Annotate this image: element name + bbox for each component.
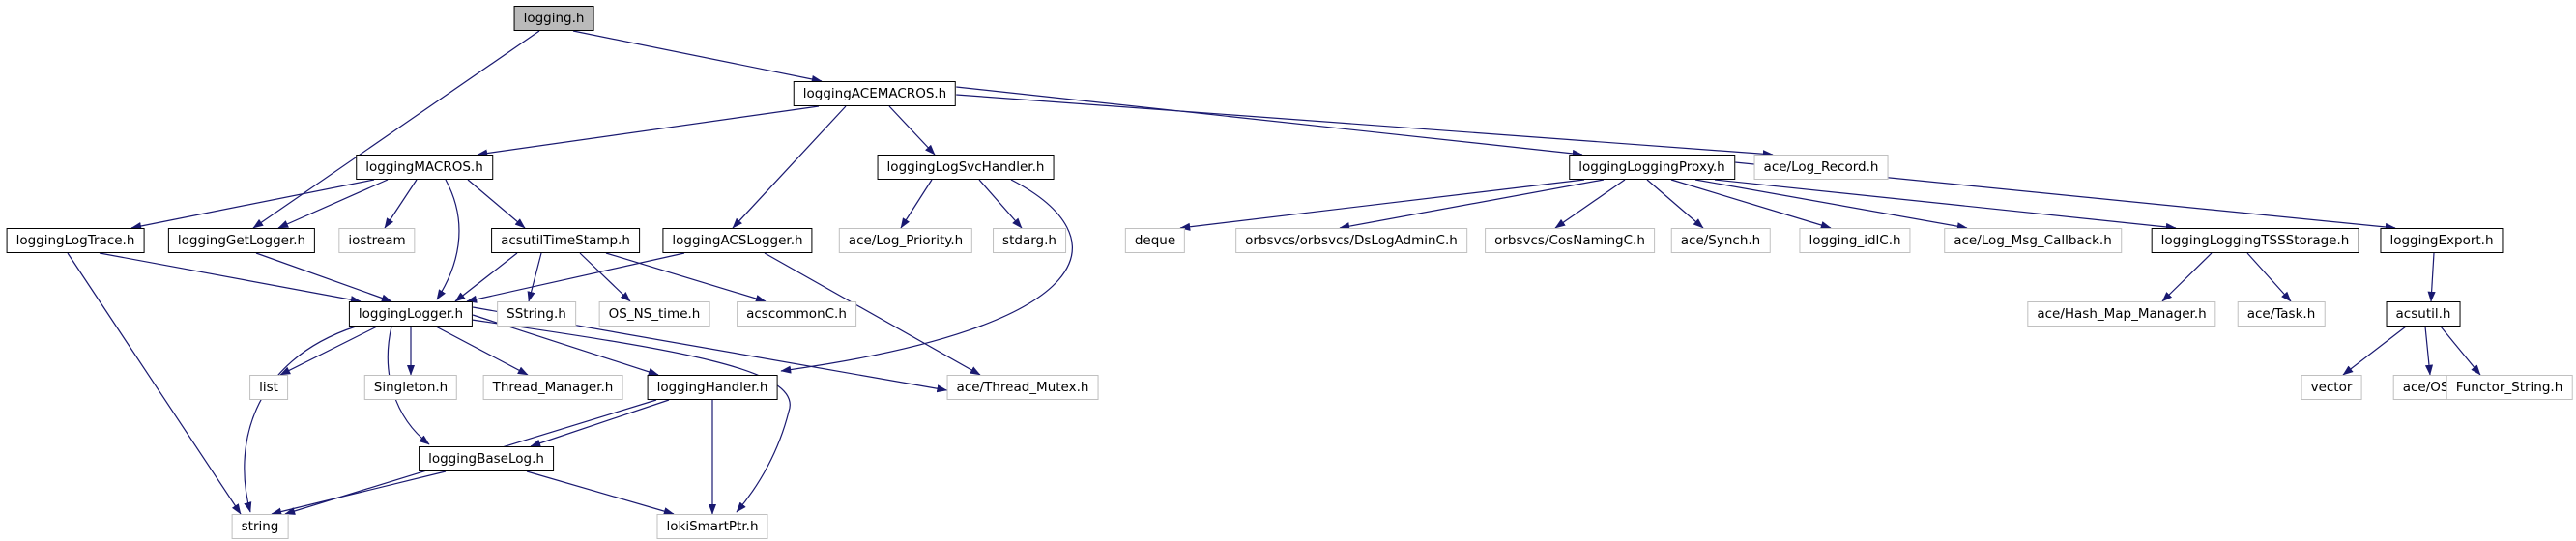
edge-baselog-to-string	[271, 470, 447, 516]
edge-timestamp-to-sstring	[527, 252, 542, 302]
graph-node-macros[interactable]: loggingMACROS.h	[356, 155, 493, 180]
edge-logging-to-getlogger	[252, 30, 540, 229]
graph-node-string: string	[231, 514, 289, 539]
edge-acemacros-to-acslogger	[732, 105, 847, 229]
edge-acemacros-to-logsvc	[888, 105, 936, 156]
edge-acemacros-to-proxy	[956, 86, 1583, 157]
edge-macros-to-getlogger	[277, 179, 389, 229]
graph-node-threadmgr: Thread_Manager.h	[482, 375, 623, 400]
edge-macros-to-logger	[436, 179, 460, 300]
graph-node-loggingidl: logging_idlC.h	[1799, 228, 1911, 253]
edge-acemacros-to-logrecord	[956, 94, 1774, 158]
edge-timestamp-to-logger	[454, 252, 518, 302]
graph-node-stdarg: stdarg.h	[993, 228, 1066, 253]
graph-node-timestamp[interactable]: acsutilTimeStamp.h	[491, 228, 640, 253]
edge-logger-to-list	[279, 326, 378, 376]
graph-node-acemacros[interactable]: loggingACEMACROS.h	[793, 81, 957, 106]
edge-acsutil-to-functorstring	[2440, 326, 2481, 376]
edge-logger-to-threadmgr	[435, 326, 529, 376]
graph-node-osnstime: OS_NS_time.h	[598, 301, 710, 327]
edge-proxy-to-deque	[1179, 179, 1585, 231]
graph-node-deque: deque	[1124, 228, 1186, 253]
edge-logsvc-to-stdarg	[978, 179, 1023, 229]
graph-node-iostream: iostream	[338, 228, 416, 253]
edge-tssstorage-to-acetask	[2246, 252, 2292, 302]
edge-handler-to-baselog	[530, 399, 670, 447]
edge-logger-to-string	[244, 326, 357, 513]
graph-node-hashmap: ace/Hash_Map_Manager.h	[2027, 301, 2216, 327]
graph-node-baselog[interactable]: loggingBaseLog.h	[419, 446, 554, 471]
edge-proxy-to-msgcallback	[1694, 179, 1968, 231]
graph-node-getlogger[interactable]: loggingGetLogger.h	[167, 228, 316, 253]
graph-node-acsutil[interactable]: acsutil.h	[2386, 301, 2461, 327]
edge-timestamp-to-acscommon	[605, 252, 767, 302]
graph-node-vector: vector	[2301, 375, 2362, 400]
edge-logtrace-to-string	[67, 252, 242, 515]
graph-node-logger[interactable]: loggingLogger.h	[348, 301, 474, 327]
edge-getlogger-to-logger	[255, 252, 392, 302]
graph-node-dslogadmin: orbsvcs/orbsvcs/DsLogAdminC.h	[1235, 228, 1467, 253]
graph-node-export[interactable]: loggingExport.h	[2380, 228, 2504, 253]
edge-tssstorage-to-hashmap	[2161, 252, 2213, 302]
graph-node-acscommon: acscommonC.h	[737, 301, 856, 327]
graph-node-functorstring: Functor_String.h	[2446, 375, 2573, 400]
edge-acsutil-to-vector	[2342, 326, 2407, 376]
graph-node-logrecord: ace/Log_Record.h	[1753, 155, 1889, 180]
graph-node-logsvc[interactable]: loggingLogSvcHandler.h	[877, 155, 1055, 180]
edge-logsvc-to-logpriority	[900, 179, 933, 229]
edge-proxy-to-acesynch	[1646, 179, 1704, 229]
graph-node-loki: lokiSmartPtr.h	[656, 514, 768, 539]
graph-node-logtrace[interactable]: loggingLogTrace.h	[6, 228, 145, 253]
graph-node-acslogger[interactable]: loggingACSLogger.h	[662, 228, 813, 253]
graph-node-acesynch: ace/Synch.h	[1670, 228, 1771, 253]
edge-acslogger-to-logger	[466, 252, 685, 303]
edge-logsvc-to-handler	[780, 179, 1073, 374]
graph-node-logpriority: ace/Log_Priority.h	[838, 228, 973, 253]
graph-node-tssstorage[interactable]: loggingLoggingTSSStorage.h	[2151, 228, 2359, 253]
graph-node-list: list	[249, 375, 288, 400]
edge-logger-to-loki	[471, 319, 791, 513]
graph-node-sstring: SString.h	[497, 301, 576, 327]
graph-node-proxy[interactable]: loggingLoggingProxy.h	[1569, 155, 1735, 180]
graph-node-msgcallback: ace/Log_Msg_Callback.h	[1944, 228, 2122, 253]
edge-baselog-to-loki	[526, 470, 675, 516]
graph-node-handler[interactable]: loggingHandler.h	[647, 375, 778, 400]
edge-logging-to-acemacros	[572, 30, 823, 83]
edge-timestamp-to-osnstime	[579, 252, 631, 302]
edge-proxy-to-loggingidl	[1670, 179, 1832, 229]
edge-proxy-to-tssstorage	[1714, 179, 2177, 231]
edge-export-to-acsutil	[2427, 252, 2436, 302]
edge-acsutil-to-aceos	[2424, 326, 2434, 376]
edge-macros-to-timestamp	[467, 179, 526, 229]
edge-proxy-to-cosnaming	[1554, 179, 1626, 229]
edge-macros-to-logtrace	[130, 179, 375, 231]
graph-node-logging: logging.h	[513, 6, 594, 31]
graph-node-singleton: Singleton.h	[363, 375, 458, 400]
graph-node-cosnaming: orbsvcs/CosNamingC.h	[1485, 228, 1655, 253]
edge-proxy-to-dslogadmin	[1339, 179, 1605, 231]
edge-acemacros-to-macros	[477, 105, 820, 157]
edge-logtrace-to-logger	[99, 252, 362, 304]
graph-node-threadmutex: ace/Thread_Mutex.h	[946, 375, 1099, 400]
edge-macros-to-iostream	[384, 179, 418, 229]
graph-node-acetask: ace/Task.h	[2237, 301, 2326, 327]
